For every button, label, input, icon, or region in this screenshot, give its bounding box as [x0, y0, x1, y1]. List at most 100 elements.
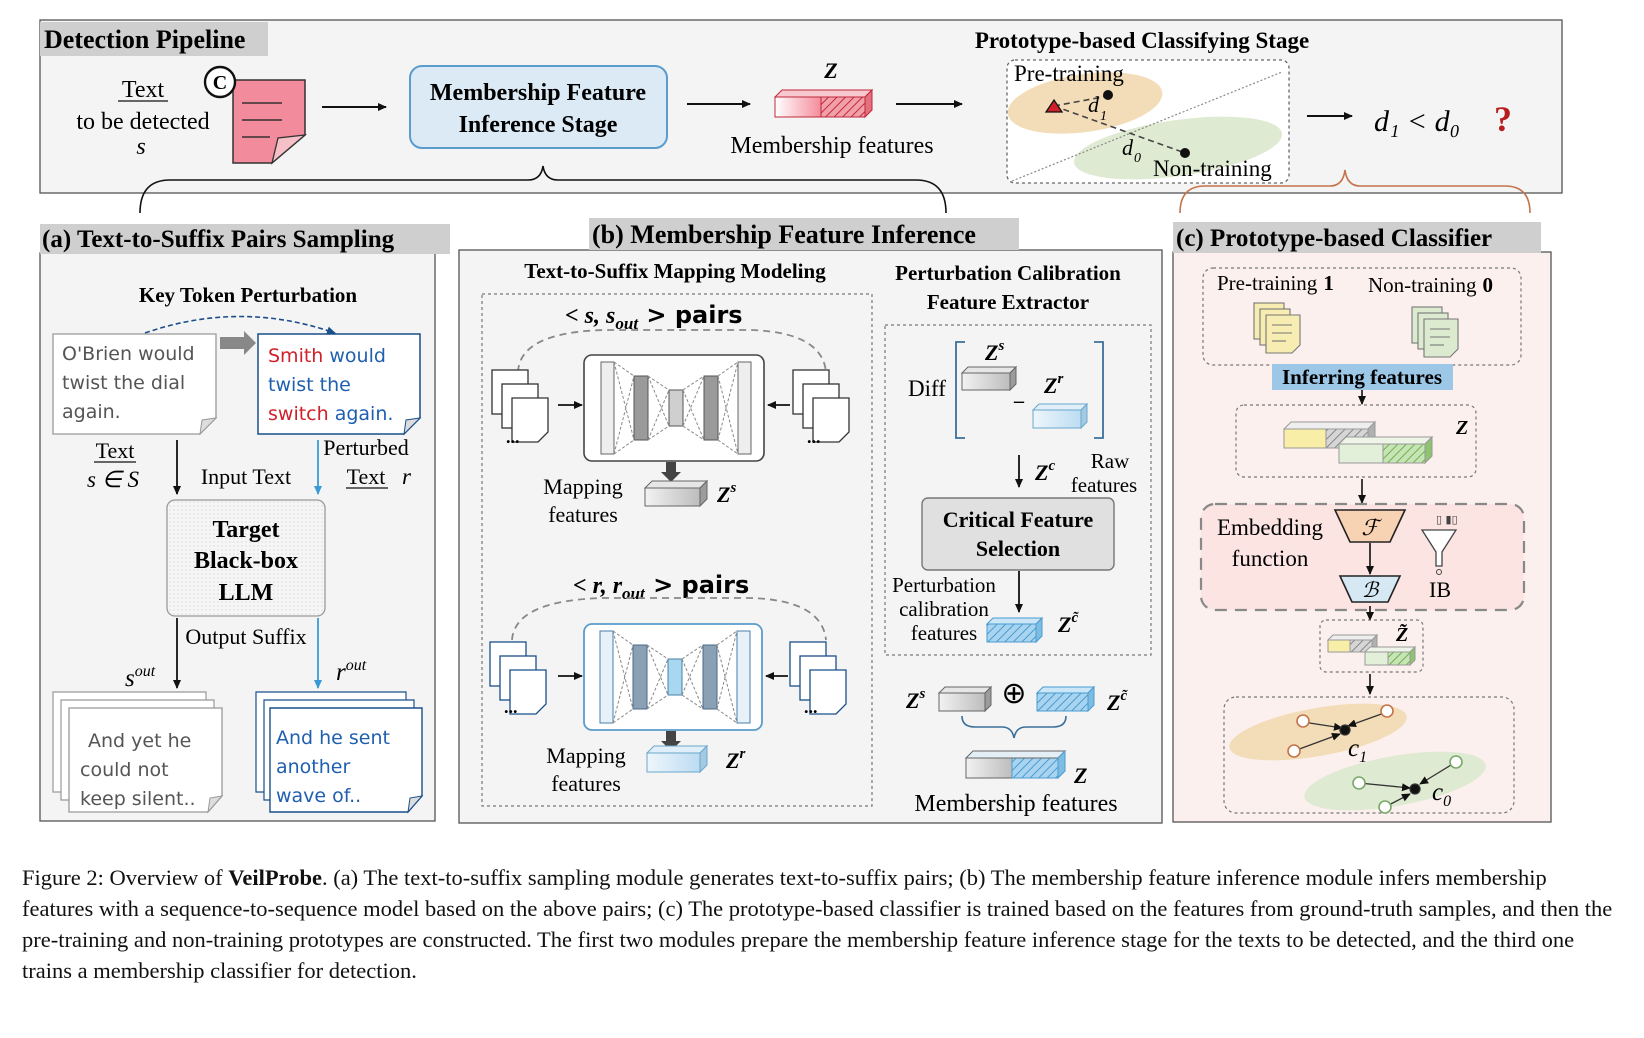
svg-text:features: features: [551, 771, 621, 796]
key-token-label: Key Token Perturbation: [139, 283, 358, 307]
feature-block-zr: [645, 744, 709, 774]
svg-text:twist the: twist the: [268, 374, 351, 396]
zs-label: Zs: [716, 480, 736, 507]
d0-label: d: [1122, 135, 1134, 160]
mapping-title: Text-to-Suffix Mapping Modeling: [524, 259, 826, 283]
svg-text:...: ...: [506, 427, 520, 447]
d0-sub: 0: [1134, 151, 1141, 166]
caption-body: . (a) The text-to-suffix sampling module…: [22, 865, 1613, 983]
panel-a: (a) Text-to-Suffix Pairs Sampling Key To…: [39, 224, 450, 822]
prototype-c0: [1352, 755, 1463, 814]
s-in-S-label: s ∈ S: [87, 467, 139, 492]
perturbed-label: Perturbed: [323, 435, 409, 460]
svg-text:features: features: [911, 621, 977, 645]
calib-title-2: Feature Extractor: [927, 290, 1089, 314]
svg-text:...: ...: [804, 697, 818, 717]
query-point-icon: [1044, 98, 1064, 113]
perturbed-text-label: Text: [347, 464, 386, 489]
concat-zc-label: Zc̃: [1106, 688, 1129, 715]
panel-c-title: (c) Prototype-based Classifier: [1176, 225, 1492, 252]
svg-text:features: features: [548, 502, 618, 527]
pairs-r-label: < r, rout > pairs: [573, 571, 749, 603]
zr-label: Zr: [725, 746, 745, 773]
bottleneck-icon: [1338, 575, 1402, 603]
svg-text:wave of..: wave of..: [276, 785, 361, 807]
svg-text:Mapping: Mapping: [546, 743, 625, 768]
input-text-label: Input Text: [201, 464, 291, 489]
z-label-top: Z: [823, 58, 837, 83]
oplus-icon: ⊕: [1001, 676, 1026, 711]
d1-label: d: [1088, 92, 1100, 117]
svg-text:ℬ: ℬ: [1362, 578, 1380, 602]
svg-text:another: another: [276, 756, 350, 778]
brace-ab: [139, 165, 947, 214]
inferring-bg: [1272, 364, 1453, 390]
llm-label-3: LLM: [219, 580, 274, 606]
calib-feature-block: [985, 616, 1044, 644]
llm-label-2: Black-box: [194, 548, 298, 574]
pipeline-title-bg: [40, 22, 268, 56]
output-doc-stack-s: [792, 369, 850, 443]
panel-b: (b) Membership Feature Inference Text-to…: [458, 218, 1163, 824]
input-doc-stack-r: [489, 641, 547, 715]
zc-label: Zc: [1034, 458, 1055, 485]
membership-block-z: [964, 749, 1067, 780]
suffix-r-stack: And he sent another wave of..: [255, 691, 424, 814]
svg-text:Mapping: Mapping: [543, 474, 622, 499]
concat-block-zs: [937, 685, 993, 713]
feature-block-zs: [643, 479, 709, 508]
svg-text:Selection: Selection: [976, 536, 1060, 561]
perturb-arrow-icon: [220, 331, 256, 355]
ib-label: IB: [1429, 577, 1451, 602]
ztilde-label: Z̃: [1395, 623, 1408, 646]
diff-zs-label: Zs: [984, 338, 1004, 365]
panel-c: (c) Prototype-based Classifier Pre-train…: [1172, 222, 1552, 823]
svg-text:...: ...: [504, 697, 518, 717]
svg-text:again.: again.: [62, 401, 121, 423]
svg-text:Embedding: Embedding: [1217, 515, 1324, 540]
input-doc-stack-s: [491, 369, 549, 443]
c1-label: c1: [1348, 735, 1367, 766]
brace-c: [1179, 169, 1531, 214]
svg-text:_: _: [1013, 383, 1025, 405]
svg-text:switch again.: switch again.: [268, 403, 393, 425]
svg-text:And yet he: And yet he: [88, 730, 191, 752]
detection-pipeline: Detection Pipeline Text to be detected s…: [39, 19, 1563, 194]
concat-zs-label: Zs: [905, 686, 925, 713]
svg-text:calibration: calibration: [899, 597, 989, 621]
z-label-c: Z: [1455, 417, 1468, 439]
calib-title-1: Perturbation Calibration: [895, 261, 1121, 285]
svg-text:Smith would: Smith would: [268, 345, 386, 367]
diff-block-zs: [960, 365, 1018, 392]
distance-comparison: d₁ < d₀: [1374, 105, 1460, 138]
svg-text:O'Brien would: O'Brien would: [62, 343, 195, 365]
non-training-label-top: Non-training: [1153, 156, 1272, 181]
copyright-icon: [203, 65, 237, 99]
output-doc-stack-r: [789, 641, 847, 715]
s-out-label: sout: [125, 663, 156, 692]
suffix-s-stack: And yet he could not keep silent..: [52, 691, 224, 814]
embedding-function-icon: [1333, 509, 1407, 543]
r-out-label: rout: [336, 657, 367, 686]
membership-features-b: Membership features: [914, 791, 1117, 817]
svg-text:ℱ: ℱ: [1361, 515, 1382, 540]
question-mark: ?: [1494, 99, 1512, 139]
compressed-pair-0: [1363, 645, 1417, 667]
diff-zr-label: Zr: [1043, 371, 1063, 398]
svg-text:could not: could not: [80, 759, 169, 781]
membership-feature-vector: [773, 88, 874, 119]
text-s-label: Text: [96, 438, 135, 463]
text-label: Text: [122, 77, 165, 103]
r-symbol: r: [402, 464, 412, 489]
svg-text:keep silent..: keep silent..: [80, 788, 196, 810]
inference-stage-line1: Membership Feature: [430, 80, 647, 106]
panel-a-title: (a) Text-to-Suffix Pairs Sampling: [42, 226, 395, 253]
inference-stage-line2: Inference Stage: [459, 112, 618, 138]
inference-stage-box: [409, 65, 668, 149]
svg-text:And he sent: And he sent: [276, 727, 390, 749]
svg-text:...: ...: [807, 427, 821, 447]
diff-block-zr: [1031, 402, 1089, 430]
to-be-detected-label: to be detected: [76, 109, 209, 135]
s-symbol: s: [136, 134, 145, 160]
